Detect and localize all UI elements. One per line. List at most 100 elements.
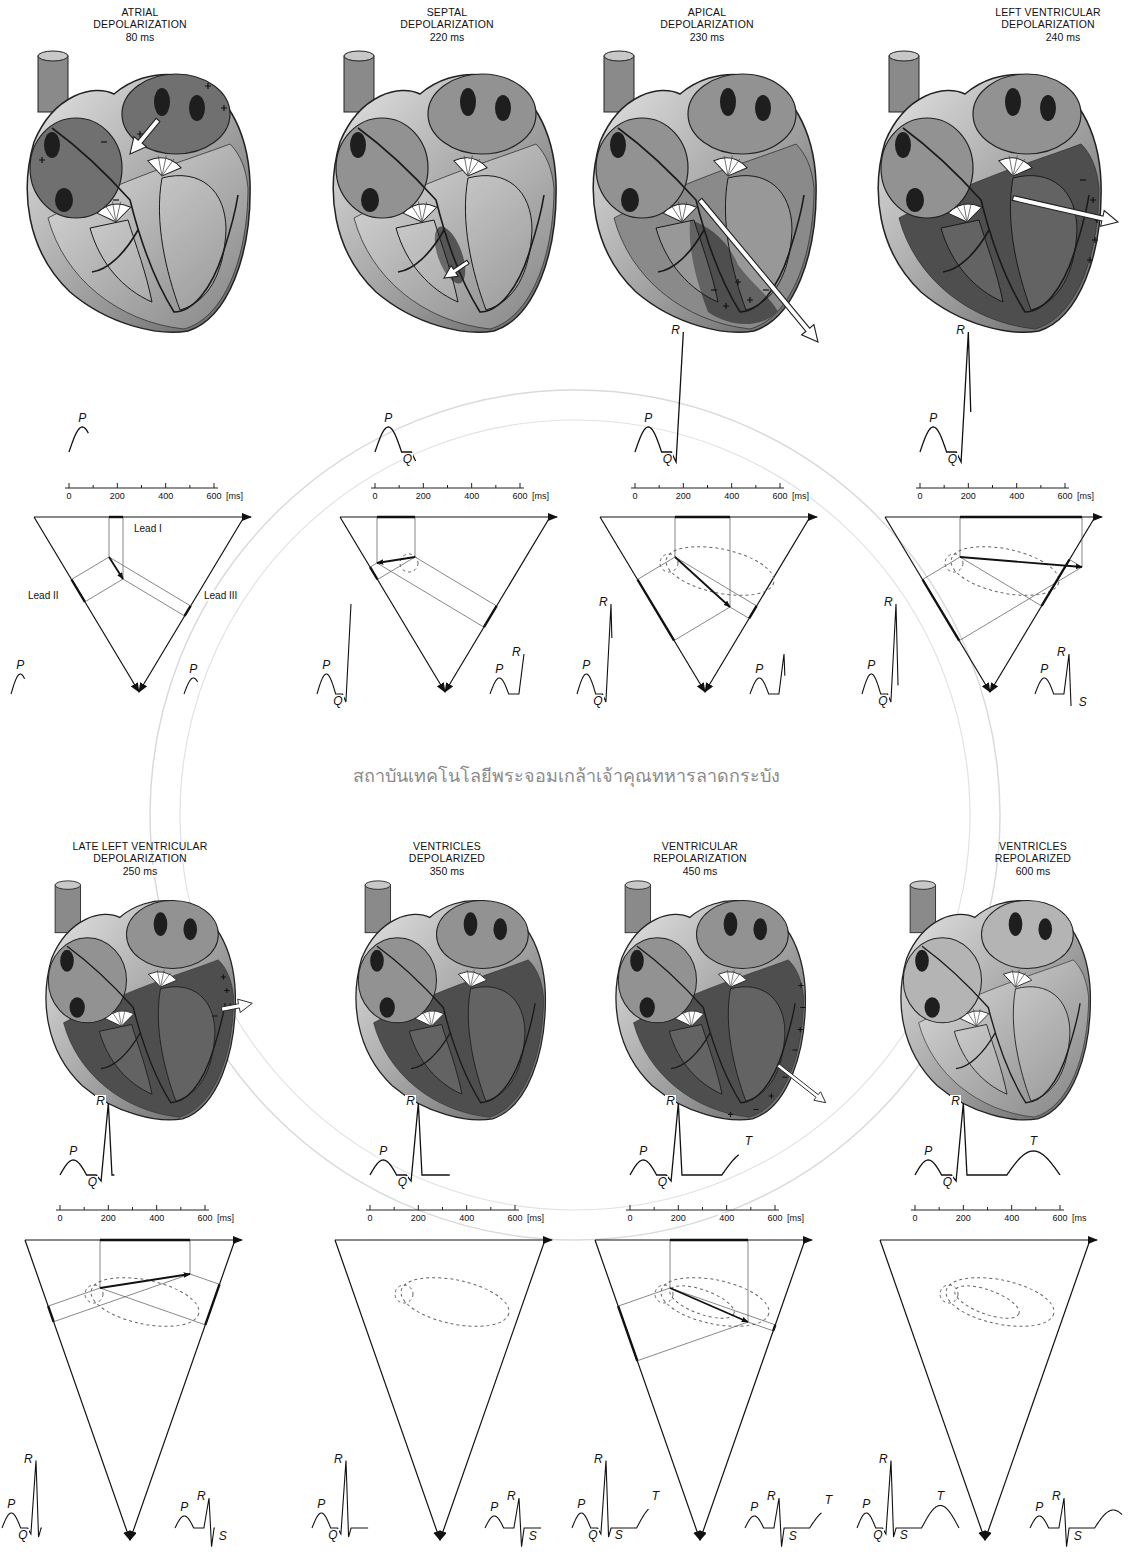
left-atrium <box>428 74 536 154</box>
time-stamp: 250 ms <box>122 865 158 877</box>
conduction-system <box>922 946 1080 1102</box>
axis-tick-label: 400 <box>148 1213 165 1223</box>
axis-tick-label: 400 <box>718 1213 735 1223</box>
ecg-wave-label: Q <box>942 1176 953 1189</box>
projection-line <box>72 557 110 580</box>
depolarization-vector <box>698 198 818 342</box>
lead-wave-label: P <box>1034 1501 1044 1514</box>
lead-axis <box>990 517 1095 692</box>
axis-tick-label: [ms] <box>526 1213 545 1223</box>
depolarization-vector <box>777 1064 826 1103</box>
lead-trace <box>572 1461 649 1538</box>
lead-trace <box>857 1461 959 1538</box>
heart-valve <box>104 1006 136 1029</box>
projection-line <box>109 517 110 557</box>
valve-leaflet <box>716 969 747 990</box>
valve-leaflet <box>1001 969 1032 990</box>
lead-wave-label: Q <box>327 1529 338 1542</box>
projection-line <box>377 563 484 627</box>
valve-line <box>460 154 480 178</box>
axis-tick <box>1060 1205 1061 1210</box>
aorta-opening <box>365 881 391 890</box>
ecg-wave-label: P <box>923 1145 933 1158</box>
lead-wave-label: S <box>614 1529 624 1542</box>
left-ventricle-cavity <box>158 987 215 1101</box>
axis-tick-label: 200 <box>109 491 126 501</box>
lead-axis <box>985 1240 1090 1540</box>
aorta-opening <box>910 881 936 890</box>
valve-line <box>724 968 741 988</box>
ecg-panel <box>312 881 552 1547</box>
charge-minus <box>763 289 769 290</box>
charge-minus <box>212 1015 217 1016</box>
axis-tick <box>780 483 781 488</box>
heart-valve <box>662 198 699 225</box>
projection-line <box>100 1288 205 1325</box>
ecg-wave-label: T <box>744 1135 753 1148</box>
axis-tick <box>471 483 472 488</box>
vein-opening <box>44 132 60 158</box>
axis-tick <box>418 1205 419 1210</box>
projection-line <box>960 517 961 557</box>
vein-opening <box>460 88 476 116</box>
axis-tick-label: [ms <box>1071 1213 1088 1223</box>
lead-projection <box>100 1239 190 1241</box>
ecg-trace <box>60 1103 114 1181</box>
axis-tick <box>1016 483 1017 488</box>
heart-outline <box>901 901 1090 1120</box>
ecg-trace <box>915 1103 1060 1181</box>
ecg-wave-label: Q <box>87 1176 98 1189</box>
lead-axis <box>595 1240 700 1540</box>
cardiac-vector <box>377 557 415 563</box>
lead-axis <box>885 516 1102 517</box>
axis-tick <box>1035 1207 1036 1210</box>
lead-wave-label: R <box>878 1453 889 1466</box>
axis-tick-label: 0 <box>911 1213 918 1223</box>
lead-trace <box>1035 654 1071 706</box>
time-stamp: 230 ms <box>689 31 725 43</box>
lead-wave-label: Q <box>592 695 603 708</box>
charge-minus <box>1080 179 1086 180</box>
heart-valve <box>716 967 748 990</box>
cardiac-vector <box>675 557 730 607</box>
lead-wave-label: R <box>333 1453 344 1466</box>
ecg-panel <box>572 881 826 1547</box>
t-loop <box>951 1279 1023 1325</box>
lead-trace <box>184 678 198 694</box>
depolarization-vector <box>1012 196 1118 227</box>
right-ventricle-cavity <box>954 1025 1007 1095</box>
lead-projection <box>773 1325 775 1331</box>
lead-axis <box>340 516 557 517</box>
axis-tick <box>635 483 636 488</box>
axis-tick-label: 600 <box>506 1213 523 1223</box>
panel-title: VENTRICLES REPOLARIZED <box>972 840 1094 864</box>
heart-valve <box>145 152 183 180</box>
axis-tick <box>156 1205 157 1210</box>
axis-tick-label: 0 <box>916 491 923 501</box>
axis-tick-label: 600 <box>1056 491 1073 501</box>
axis-tick <box>370 1205 371 1210</box>
axis-tick <box>630 1205 631 1210</box>
ecg-trace <box>630 1103 739 1181</box>
left-atrium <box>122 74 230 154</box>
axis-tick-label: 0 <box>366 1213 373 1223</box>
conduction-system <box>358 128 544 312</box>
lead-wave-label: P <box>866 659 876 672</box>
qrs-loop <box>397 1269 514 1335</box>
axis-tick <box>466 1205 467 1210</box>
heart-outline <box>27 74 250 332</box>
ecg-trace <box>635 332 683 462</box>
valve-line <box>154 154 174 178</box>
lead-axis <box>880 1239 1097 1240</box>
heart-outline <box>46 901 235 1120</box>
right-ventricle-cavity <box>669 1025 722 1095</box>
lead-wave-label: P <box>749 1501 759 1514</box>
left-atrium <box>437 900 529 968</box>
projection-line <box>748 1240 749 1322</box>
left-ventricle-cavity <box>468 987 525 1101</box>
lead-wave-label: P <box>489 1501 499 1514</box>
axis-tick <box>920 483 921 488</box>
heart-illustration <box>333 51 556 332</box>
projection-line <box>370 563 377 567</box>
vein-opening <box>350 132 366 158</box>
